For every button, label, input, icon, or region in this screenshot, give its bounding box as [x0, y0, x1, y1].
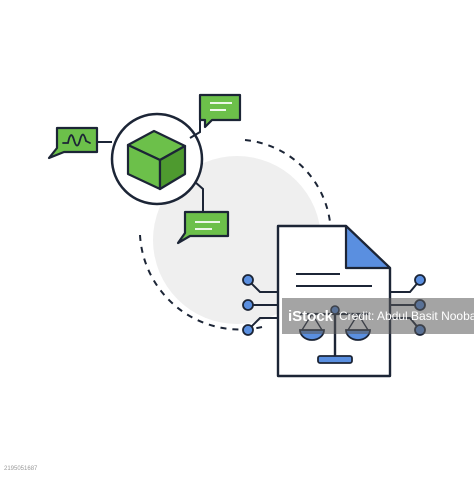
dashed-arc-bottom [139, 234, 263, 331]
stock-image-id: 2195051687 [4, 466, 38, 472]
circuit-node-icon [414, 274, 426, 286]
waveform-chat-bubble-icon [47, 126, 99, 160]
circuit-node-icon [242, 274, 254, 286]
watermark-banner: iStock Credit: Abdul Basit Noobani [282, 298, 474, 334]
circuit-node-icon [242, 324, 254, 336]
text-chat-bubble-top-icon [198, 93, 242, 129]
text-chat-bubble-bottom-icon [176, 210, 230, 245]
dashed-arc-top [244, 139, 331, 223]
watermark-credit: Credit: Abdul Basit Noobani [339, 309, 474, 323]
cube-icon [110, 112, 204, 206]
circuit-node-icon [242, 299, 254, 311]
watermark-logo: iStock [288, 307, 334, 325]
